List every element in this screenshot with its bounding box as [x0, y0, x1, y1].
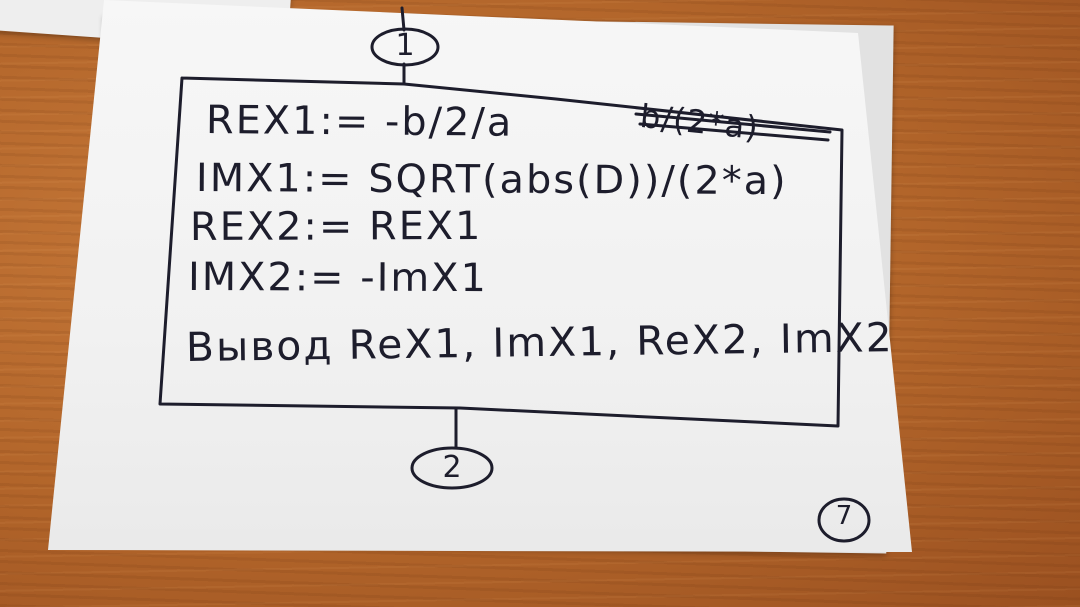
statement-rex1: REX1:= -b/2/a	[205, 98, 514, 146]
strike-line-2	[638, 122, 830, 142]
page-number-circle	[817, 497, 871, 543]
flow-line-top	[400, 6, 406, 32]
page-number-label: 7	[835, 501, 853, 531]
connector-2-circle	[410, 446, 494, 490]
connector-2-label: 2	[442, 450, 462, 485]
statement-rex2: REX2:= REX1	[189, 203, 483, 250]
connector-1-circle	[370, 27, 440, 67]
statement-imx1: IMX1:= SQRT(abs(D))/(2*a)	[195, 156, 788, 205]
strike-line	[634, 112, 832, 134]
statement-imx2: IMX2:= -ImX1	[187, 255, 488, 302]
connector-1-label: 1	[395, 28, 415, 63]
process-box	[158, 76, 844, 428]
